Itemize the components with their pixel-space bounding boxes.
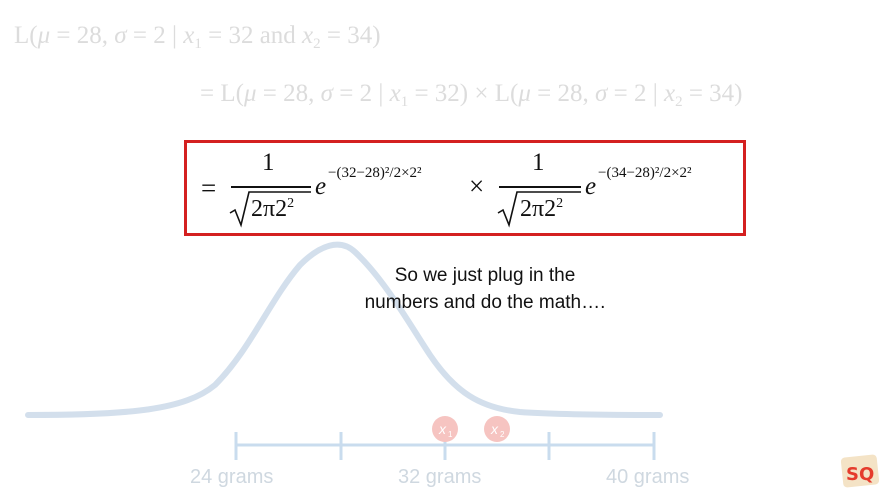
mu-symbol: μ	[518, 80, 531, 107]
fraction-2-denominator: 2π22	[520, 196, 563, 223]
x1-symbol: x	[183, 22, 195, 49]
mu-symbol: μ	[243, 80, 257, 107]
marker-x1-letter: x	[438, 421, 447, 437]
equals-sign: =	[200, 80, 221, 107]
statquest-logo: SQ	[840, 454, 880, 488]
exponential-2-exponent: −(34−28)²/2×2²	[598, 165, 692, 181]
sqrt-1-symbol	[229, 191, 311, 228]
x1-subscript: 1	[400, 94, 409, 110]
x2-subscript: 2	[313, 36, 321, 52]
exponential-1-base: e	[315, 173, 327, 200]
axis-label-24: 24 grams	[190, 466, 274, 488]
fraction-1-bar	[231, 186, 311, 188]
exponential-1-exponent: −(32−28)²/2×2²	[328, 165, 422, 181]
sigma-symbol: σ	[114, 22, 127, 49]
marker-x2: x 2	[484, 416, 510, 442]
caption-text: So we just plug in the numbers and do th…	[330, 262, 640, 316]
den2-base: 2π2	[520, 196, 557, 222]
logo-text: SQ	[846, 464, 874, 485]
sigma-symbol: σ	[595, 80, 608, 107]
mu-value: = 28,	[256, 80, 321, 107]
x1-value: = 32) ×	[408, 80, 495, 107]
mu-value: = 28,	[50, 22, 115, 49]
sigma-value: = 2 |	[332, 80, 390, 107]
fraction-1-denominator: 2π22	[251, 196, 294, 223]
den2-exponent: 2	[556, 196, 564, 211]
marker-x2-sub: 2	[500, 430, 505, 439]
likelihood-1-prefix: L(	[220, 80, 244, 107]
equals-sign: =	[201, 173, 217, 203]
likelihood-2-prefix: L(	[494, 80, 519, 107]
x2-value: = 34)	[682, 80, 743, 107]
x2-value: = 34)	[320, 22, 381, 49]
mu-symbol: μ	[37, 22, 51, 49]
fraction-2-bar	[499, 186, 581, 188]
normal-curve	[25, 241, 663, 418]
x1-subscript: 1	[194, 36, 202, 52]
axis-label-40: 40 grams	[606, 466, 690, 488]
x2-symbol: x	[663, 80, 676, 107]
den1-base: 2π2	[251, 196, 288, 222]
fraction-2-numerator: 1	[532, 149, 545, 176]
likelihood-prefix: L(	[14, 22, 38, 49]
highlighted-equation-box: = 1 2π22 e −(32−28)²/2×2² × 1 2π22 e −(3…	[184, 140, 746, 236]
caption-line2: numbers and do the math….	[364, 292, 606, 313]
sigma-value: = 2 |	[126, 22, 184, 49]
sqrt-2-symbol	[497, 191, 581, 228]
multiply-sign: ×	[469, 171, 485, 201]
likelihood-expression-line1: L(μ = 28, σ = 2 | x1 = 32 and x2 = 34)	[14, 22, 381, 53]
sigma-value: = 2 |	[607, 80, 664, 107]
x2-subscript: 2	[675, 94, 683, 110]
x1-value: = 32 and	[201, 22, 303, 49]
sigma-symbol: σ	[320, 80, 333, 107]
mu-value: = 28,	[530, 80, 596, 107]
x1-symbol: x	[389, 80, 401, 107]
marker-x1-sub: 1	[448, 430, 453, 439]
axis-label-32: 32 grams	[398, 466, 482, 488]
fraction-1-numerator: 1	[262, 149, 275, 176]
marker-x2-letter: x	[490, 421, 499, 437]
exponential-2-base: e	[585, 173, 597, 200]
x2-symbol: x	[302, 22, 314, 49]
caption-line1: So we just plug in the	[394, 265, 576, 286]
marker-x1: x 1	[432, 416, 458, 442]
likelihood-expression-line2: = L(μ = 28, σ = 2 | x1 = 32) × L(μ = 28,…	[200, 80, 743, 111]
den1-exponent: 2	[287, 196, 295, 211]
